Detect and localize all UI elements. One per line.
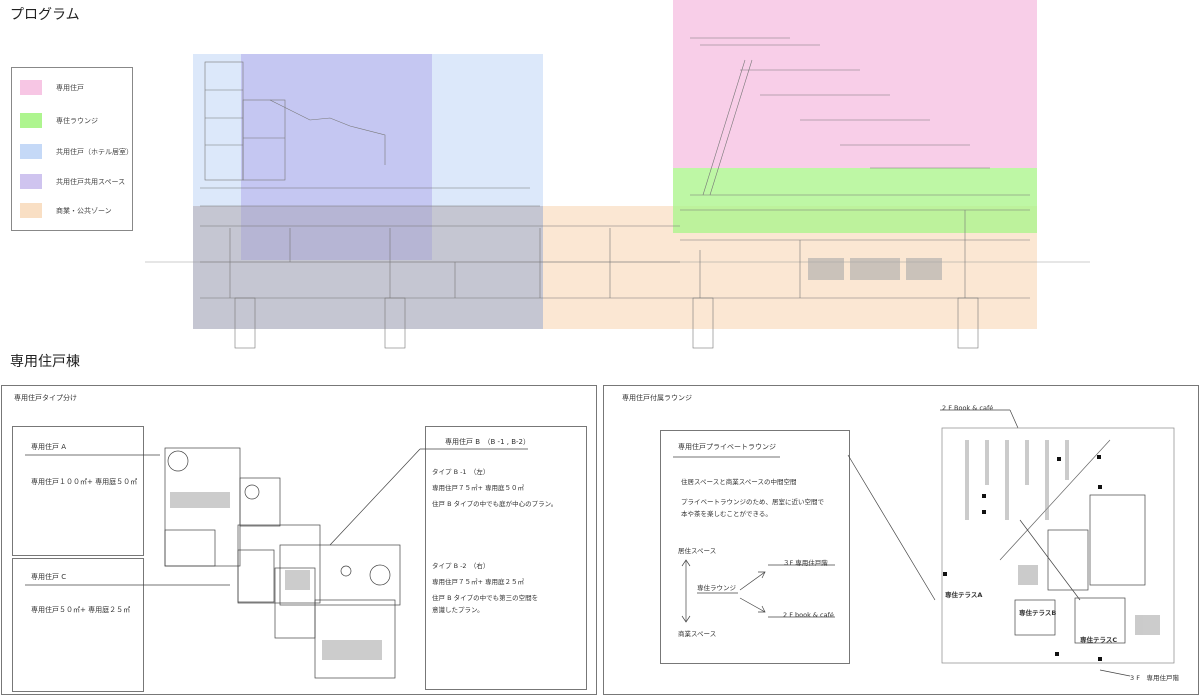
legend-item-private-lounge: 専住ラウンジ bbox=[20, 113, 98, 128]
residence-types-title: 専用住戸タイプ分け bbox=[14, 394, 77, 402]
terrace-b-label: 専住テラスB bbox=[1019, 609, 1057, 617]
lounge-heading: 専用住戸プライベートラウンジ bbox=[678, 443, 776, 451]
label-upper-space: 居住スペース bbox=[678, 547, 717, 555]
shared-common-zone bbox=[241, 54, 432, 260]
legend: 専用住戸 専住ラウンジ 共用住戸（ホテル居室） 共用住戸共用スペース 商業・公共… bbox=[11, 67, 133, 231]
type-c-name: 専用住戸 C bbox=[31, 573, 67, 581]
lounge-line-1: 住居スペースと商業スペースの中間空間 bbox=[681, 478, 797, 486]
private-residence-zone bbox=[673, 0, 1037, 168]
overlap-zone bbox=[193, 206, 543, 329]
lounge-panel-title: 専用住戸付属ラウンジ bbox=[622, 394, 692, 402]
type-b2-title: タイプ B -2 （右） bbox=[432, 562, 490, 570]
type-b1-spec: 専用住戸７５㎡+ 専用庭５０㎡ bbox=[432, 484, 525, 492]
legend-label: 共用住戸共用スペース bbox=[56, 177, 126, 186]
section-drawing bbox=[145, 0, 1090, 349]
legend-swatch bbox=[20, 144, 42, 159]
type-b1-title: タイプ B -1 （左） bbox=[432, 468, 490, 476]
legend-label: 専住ラウンジ bbox=[56, 116, 98, 125]
terrace-a-label: 専住テラスA bbox=[945, 591, 983, 599]
lounge-line-2: プライベートラウンジのため、居室に近い空間で bbox=[681, 498, 824, 506]
lounge-line-3: 本や茶を楽しむことができる。 bbox=[681, 510, 772, 518]
legend-item-private-residence: 専用住戸 bbox=[20, 80, 84, 95]
legend-swatch bbox=[20, 80, 42, 95]
legend-item-shared-residence: 共用住戸（ホテル居室） bbox=[20, 144, 133, 159]
legend-swatch bbox=[20, 203, 42, 218]
type-b2-note-2: 意識したプラン。 bbox=[432, 606, 484, 614]
type-b-box bbox=[425, 426, 587, 690]
label-floor-2: 2 F book & café bbox=[783, 611, 834, 619]
label-lounge: 専住ラウンジ bbox=[697, 584, 736, 592]
type-c-box bbox=[12, 558, 144, 692]
type-b2-note-1: 住戸 B タイプの中でも第三の空間を bbox=[432, 594, 539, 602]
label-lower-space: 商業スペース bbox=[678, 630, 717, 638]
program-title: プログラム bbox=[10, 7, 80, 23]
plan-label-bottom: 3 F 専用住戸階 bbox=[1130, 674, 1179, 682]
plan-label-top: 2 F Book & café bbox=[942, 404, 994, 412]
type-b-name: 専用住戸 B （B -1 , B-2） bbox=[445, 438, 530, 446]
type-a-desc: 専用住戸１００㎡+ 専用庭５０㎡ bbox=[31, 478, 138, 486]
legend-item-shared-common: 共用住戸共用スペース bbox=[20, 174, 125, 189]
residence-title: 専用住戸棟 bbox=[10, 354, 80, 370]
legend-swatch bbox=[20, 113, 42, 128]
legend-label: 共用住戸（ホテル居室） bbox=[56, 147, 133, 156]
legend-swatch bbox=[20, 174, 42, 189]
type-a-name: 専用住戸 A bbox=[31, 443, 67, 451]
type-b1-note: 住戸 B タイプの中でも庭が中心のプラン。 bbox=[432, 500, 558, 508]
private-lounge-zone bbox=[673, 168, 1037, 233]
terrace-c-label: 専住テラスC bbox=[1080, 636, 1118, 644]
type-c-desc: 専用住戸５０㎡+ 専用庭２５㎡ bbox=[31, 606, 131, 614]
legend-item-commercial: 商業・公共ゾーン bbox=[20, 203, 112, 218]
type-a-box bbox=[12, 426, 144, 556]
legend-label: 商業・公共ゾーン bbox=[56, 206, 112, 215]
type-b2-spec: 専用住戸７５㎡+ 専用庭２５㎡ bbox=[432, 578, 525, 586]
label-floor-3: ３F 専用住戸階 bbox=[783, 559, 828, 567]
legend-label: 専用住戸 bbox=[56, 83, 84, 92]
